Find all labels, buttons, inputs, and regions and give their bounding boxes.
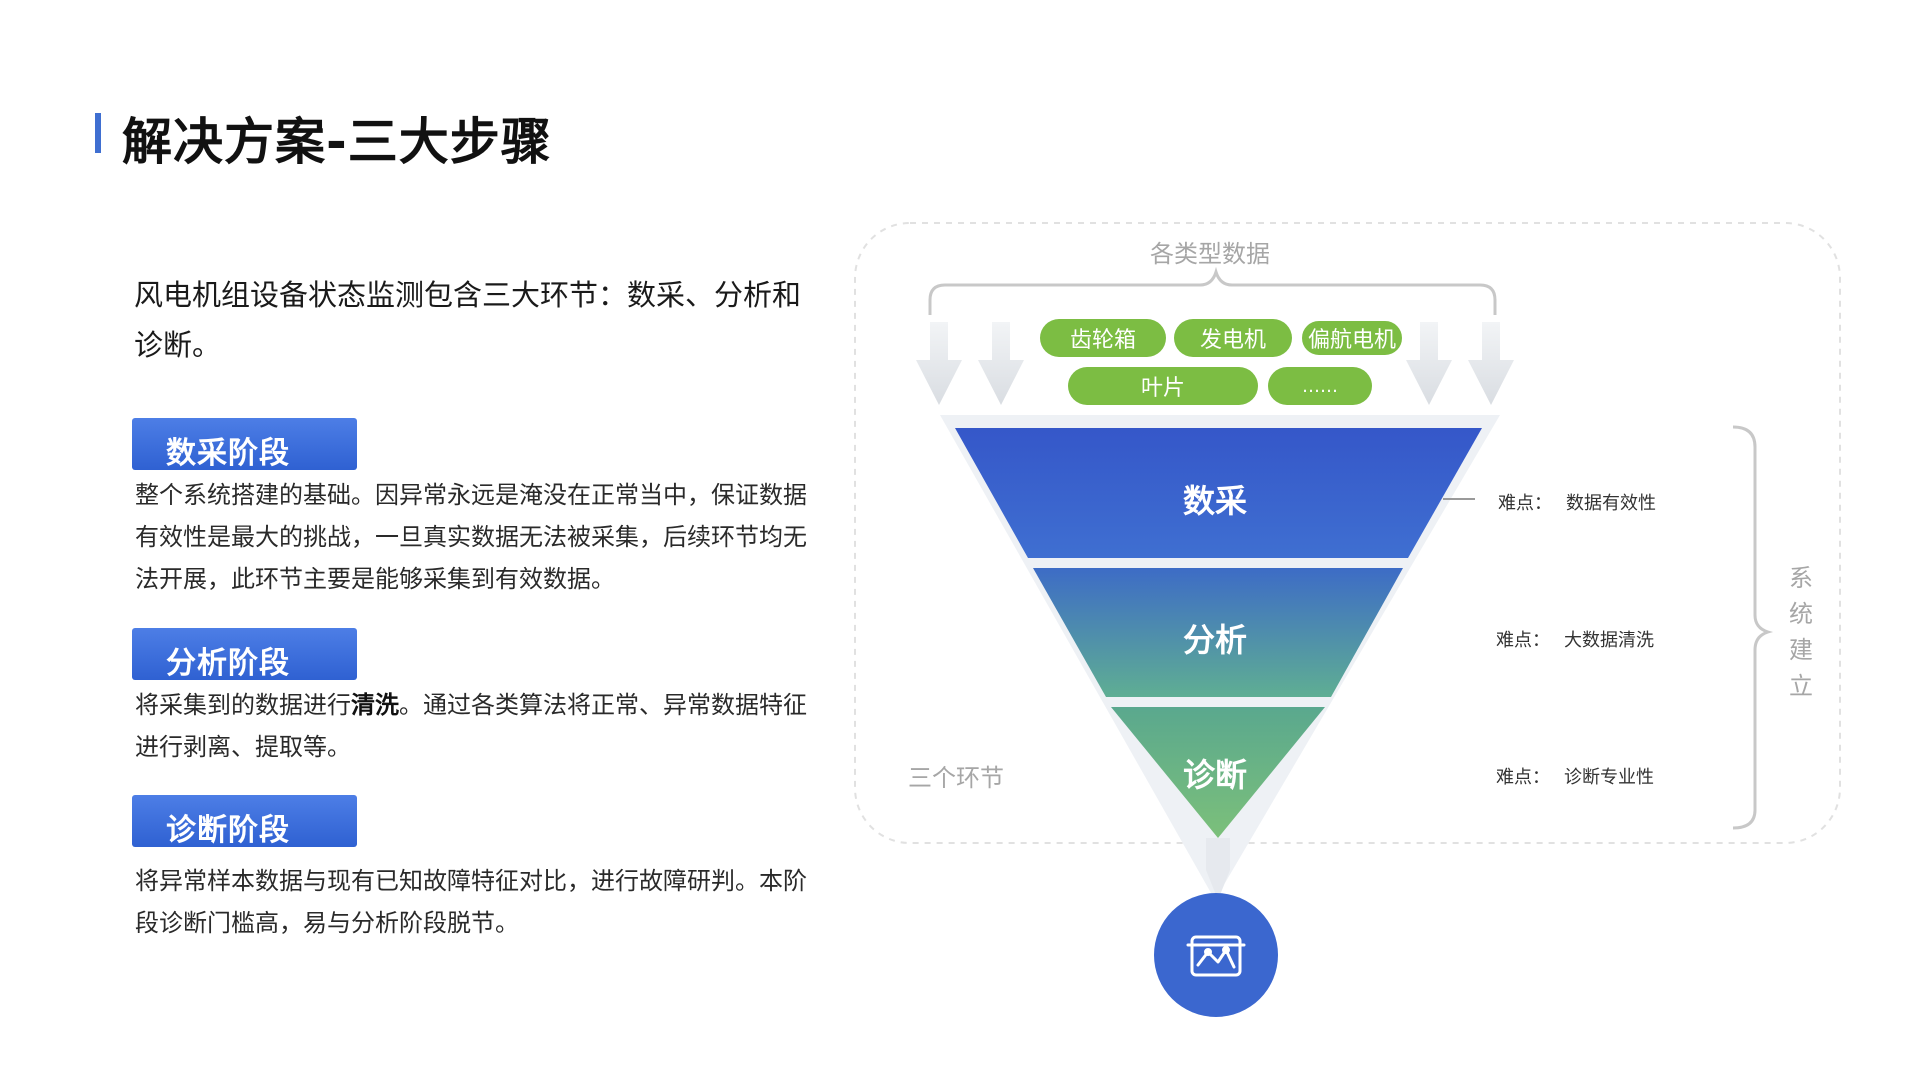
difficulty-key: 难点： bbox=[1496, 767, 1550, 788]
source-pill: 齿轮箱 bbox=[1040, 319, 1166, 357]
funnel-level-analysis bbox=[1033, 568, 1403, 697]
arrow-down-icon bbox=[916, 322, 1514, 405]
right-brace bbox=[1732, 425, 1774, 830]
title-accent-bar bbox=[95, 113, 101, 153]
funnel-label-acquisition: 数采 bbox=[1182, 482, 1247, 520]
data-sources-label: 各类型数据 bbox=[1150, 240, 1270, 268]
monitor-chart-icon bbox=[1186, 935, 1246, 977]
stage-desc-analysis: 将采集到的数据进行清洗。通过各类算法将正常、异常数据特征进行剥离、提取等。 bbox=[135, 684, 825, 768]
system-build-label: 系 统 建 立 bbox=[1786, 560, 1816, 704]
difficulty-note-analysis: 难点： 大数据清洗 bbox=[1496, 626, 1654, 652]
intro-text: 风电机组设备状态监测包含三大环节：数采、分析和诊断。 bbox=[134, 278, 802, 362]
difficulty-key: 难点： bbox=[1496, 630, 1550, 651]
desc-part: 。通过各类算法将正常、异常数据特征进行剥离、提取等。 bbox=[135, 691, 807, 761]
source-pill: 偏航电机 bbox=[1300, 319, 1404, 357]
difficulty-note-diagnosis: 难点： 诊断专业性 bbox=[1496, 763, 1654, 789]
three-links-label: 三个环节 bbox=[908, 764, 1004, 792]
output-circle bbox=[1154, 893, 1278, 1017]
source-pill: …… bbox=[1268, 367, 1372, 405]
desc-bold: 清洗 bbox=[351, 691, 399, 719]
stage-tag-analysis: 分析阶段 bbox=[132, 628, 357, 681]
source-pill: 发电机 bbox=[1174, 319, 1292, 357]
difficulty-value: 大数据清洗 bbox=[1564, 630, 1654, 651]
stage-tag-diagnosis: 诊断阶段 bbox=[132, 795, 357, 848]
system-build-char: 系 bbox=[1789, 564, 1813, 592]
system-build-char: 统 bbox=[1789, 600, 1813, 628]
difficulty-key: 难点： bbox=[1498, 493, 1552, 514]
page-title: 解决方案-三大步骤 bbox=[122, 113, 552, 171]
top-brace bbox=[928, 266, 1497, 315]
funnel-label-analysis: 分析 bbox=[1182, 621, 1247, 659]
difficulty-note-acquisition: 难点： 数据有效性 bbox=[1498, 489, 1656, 515]
funnel-label-diagnosis: 诊断 bbox=[1182, 756, 1247, 794]
funnel-level-diagnosis bbox=[1111, 707, 1325, 838]
stage-tag-label: 分析阶段 bbox=[166, 646, 290, 681]
difficulty-value: 诊断专业性 bbox=[1564, 767, 1654, 788]
difficulty-value: 数据有效性 bbox=[1566, 493, 1656, 514]
source-pill: 叶片 bbox=[1068, 367, 1258, 405]
system-build-char: 立 bbox=[1789, 672, 1813, 700]
diagram-dashed-frame bbox=[854, 222, 1841, 844]
stage-desc-diagnosis: 将异常样本数据与现有已知故障特征对比，进行故障研判。本阶段诊断门槛高，易与分析阶… bbox=[135, 867, 807, 937]
stage-tag-label: 诊断阶段 bbox=[166, 813, 290, 848]
output-arrow bbox=[1206, 838, 1230, 900]
stage-tag-label: 数采阶段 bbox=[166, 436, 290, 471]
desc-part: 将采集到的数据进行 bbox=[135, 691, 351, 719]
system-build-char: 建 bbox=[1789, 636, 1813, 664]
stage-tag-acquisition: 数采阶段 bbox=[132, 418, 357, 471]
stage-desc-acquisition: 整个系统搭建的基础。因异常永远是淹没在正常当中，保证数据有效性是最大的挑战，一旦… bbox=[135, 481, 807, 593]
funnel-level-acquisition bbox=[955, 428, 1482, 558]
